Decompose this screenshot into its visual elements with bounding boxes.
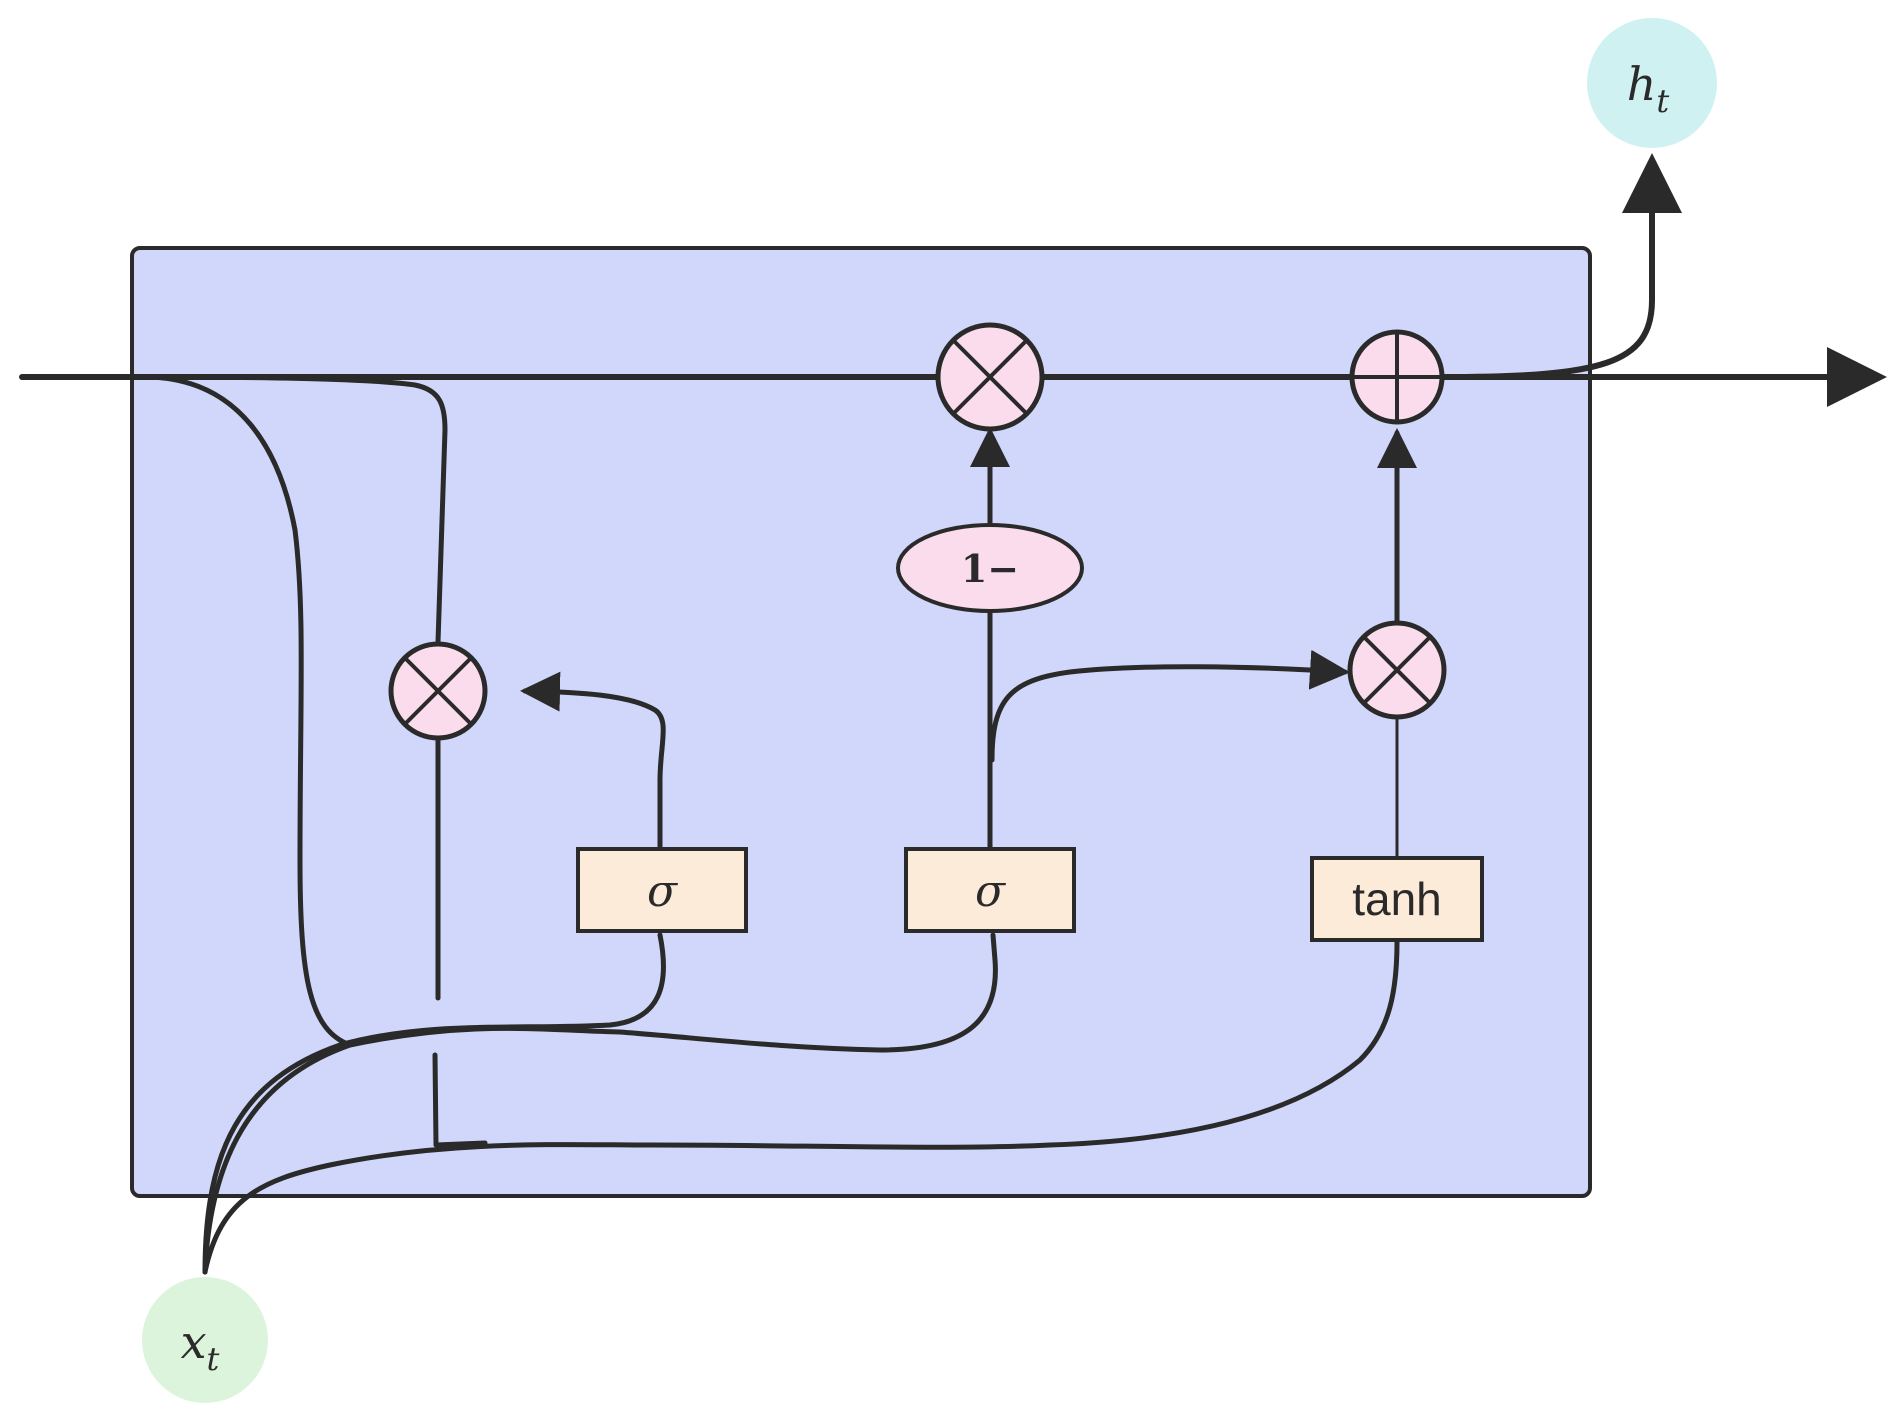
right-multiply-operator xyxy=(1347,620,1447,720)
input-base-label: x xyxy=(181,1315,207,1369)
tanh-gate: tanh xyxy=(1310,856,1484,942)
top-add-operator xyxy=(1349,329,1445,425)
svg-text:xt: xt xyxy=(181,1315,220,1378)
mid-sigma-gate: σ xyxy=(904,847,1076,933)
output-subscript: t xyxy=(1656,82,1669,120)
input-subscript: t xyxy=(207,1340,220,1378)
mid-sigma-to-right-multiply xyxy=(989,649,1350,763)
one-minus-label: 1− xyxy=(961,546,1019,591)
svg-text:ht: ht xyxy=(1627,57,1670,120)
hidden-to-left-multiply xyxy=(147,374,448,645)
output-branch xyxy=(1439,153,1682,380)
left-multiply-operator xyxy=(388,641,488,741)
output-node: ht xyxy=(1587,18,1717,148)
input-to-left-sigma xyxy=(202,932,666,1275)
left-vertical-lower xyxy=(432,1052,488,1148)
input-node: xt xyxy=(142,1277,268,1403)
tanh-label: tanh xyxy=(1352,873,1442,925)
mid-sigma-label: σ xyxy=(975,866,1007,917)
cell-box xyxy=(130,246,1592,1198)
top-multiply-operator xyxy=(935,322,1045,432)
left-sigma-gate: σ xyxy=(576,847,748,933)
left-sigma-to-multiply xyxy=(520,671,666,851)
left-sigma-label: σ xyxy=(647,866,679,917)
output-base-label: h xyxy=(1627,57,1657,111)
hidden-to-bottom-branch xyxy=(147,374,353,1048)
input-to-mid-sigma xyxy=(202,932,998,1275)
one-minus-node: 1− xyxy=(896,523,1084,613)
input-to-tanh xyxy=(202,939,1400,1275)
